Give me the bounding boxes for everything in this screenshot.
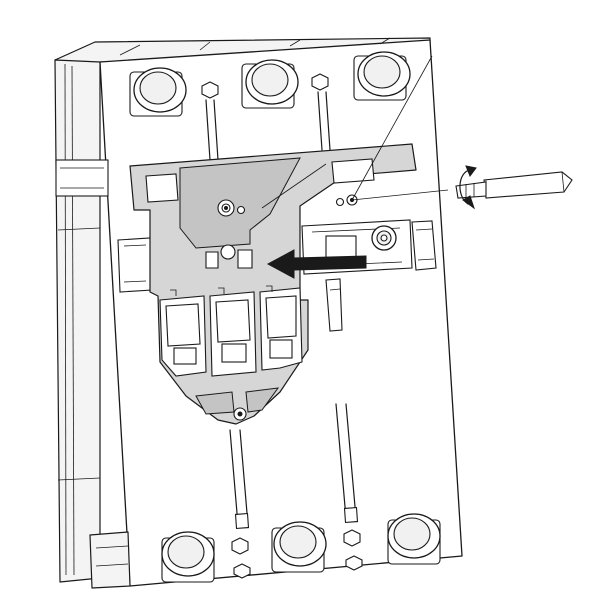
terminal-lug <box>353 51 411 101</box>
plate-bottom-tab <box>195 387 280 421</box>
link-bracket <box>325 278 343 332</box>
terminal-lug <box>161 531 215 583</box>
mounting-hole <box>335 197 345 207</box>
rail-right-lower <box>335 403 357 519</box>
side-clip <box>55 159 109 197</box>
terminal-lug <box>271 521 327 573</box>
bottom-terminal-lugs <box>161 513 441 583</box>
arrow-left-icon <box>266 249 367 279</box>
screwdriver-icon <box>455 171 573 199</box>
terminal-lug <box>241 59 299 109</box>
plate-screw <box>217 199 246 217</box>
right-flange <box>411 220 437 271</box>
screw-guide-line <box>351 189 449 201</box>
mounting-plate <box>129 143 417 425</box>
rail-right-upper <box>317 91 331 151</box>
rotate-cw-icon <box>459 165 477 210</box>
rail-left-lower <box>229 429 249 526</box>
rail-left-upper <box>205 99 219 161</box>
top-terminal-lugs <box>129 51 411 117</box>
left-flange <box>117 237 153 293</box>
hex-nuts <box>201 73 363 579</box>
leader-line <box>351 55 433 201</box>
breaker-side-face <box>54 57 101 583</box>
plate-sockets <box>159 285 303 377</box>
terminal-lug <box>129 67 187 117</box>
terminal-lug <box>387 513 441 565</box>
plate-boss <box>220 244 236 260</box>
